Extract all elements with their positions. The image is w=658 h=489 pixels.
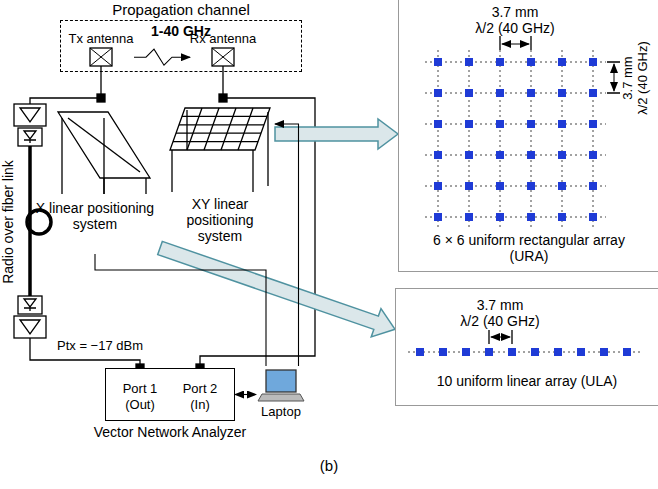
dimension-label: 3.7 mm	[620, 55, 636, 100]
dimension-label: 3.7 mm	[491, 4, 540, 20]
node-label: 10 uniform linear array (ULA)	[396, 373, 658, 389]
antenna-arrays	[408, 50, 642, 356]
node-label: Tx antenna	[68, 32, 133, 46]
dimension-label: λ/2 (40 GHz)	[635, 40, 651, 116]
rx-antenna: Rx antenna	[190, 32, 256, 68]
connector	[275, 124, 299, 366]
node-label: Laptop	[261, 404, 301, 420]
node-text: Vector Network Analyzer	[94, 424, 247, 440]
connector	[235, 394, 256, 395]
dimension-label: λ/2 (40 GHz)	[459, 313, 540, 329]
vector-network-analyzer: Port 1 (Out)Port 2 (In)Vector Network An…	[105, 368, 235, 421]
node-label: Propagation channel	[112, 2, 250, 18]
link-label: Radio over fiber link	[0, 159, 16, 285]
power-label: Ptx = −17 dBm	[56, 338, 144, 354]
node-label: XY linear positioning system	[170, 196, 270, 244]
xy-positioning-system: XY linear positioning system	[165, 104, 275, 254]
connector	[134, 49, 190, 65]
dimension-label: λ/2 (40 GHz)	[474, 20, 555, 36]
figure-caption: (b)	[319, 458, 339, 474]
tx-antenna: Tx antenna	[68, 32, 134, 68]
node-label: 6 × 6 uniform rectangular array (URA)	[414, 232, 644, 264]
node-label: X linear positioning system	[30, 200, 160, 232]
node-text: Port 2 (In)	[172, 381, 228, 413]
node-label: Rx antenna	[190, 32, 257, 46]
dimension-label: 3.7 mm	[476, 297, 525, 313]
ura-panel: 6 × 6 uniform rectangular array (URA)	[398, 0, 658, 272]
ula-panel: 10 uniform linear array (ULA)	[395, 288, 658, 406]
propagation-channel: Propagation channel1-40 GHzTx antennaRx …	[60, 20, 302, 72]
x-positioning-system: X linear positioning system	[30, 104, 160, 254]
block-arrow	[158, 241, 395, 337]
laptop: Laptop	[256, 366, 306, 422]
node-label: Port 1 (Out)	[112, 381, 168, 413]
